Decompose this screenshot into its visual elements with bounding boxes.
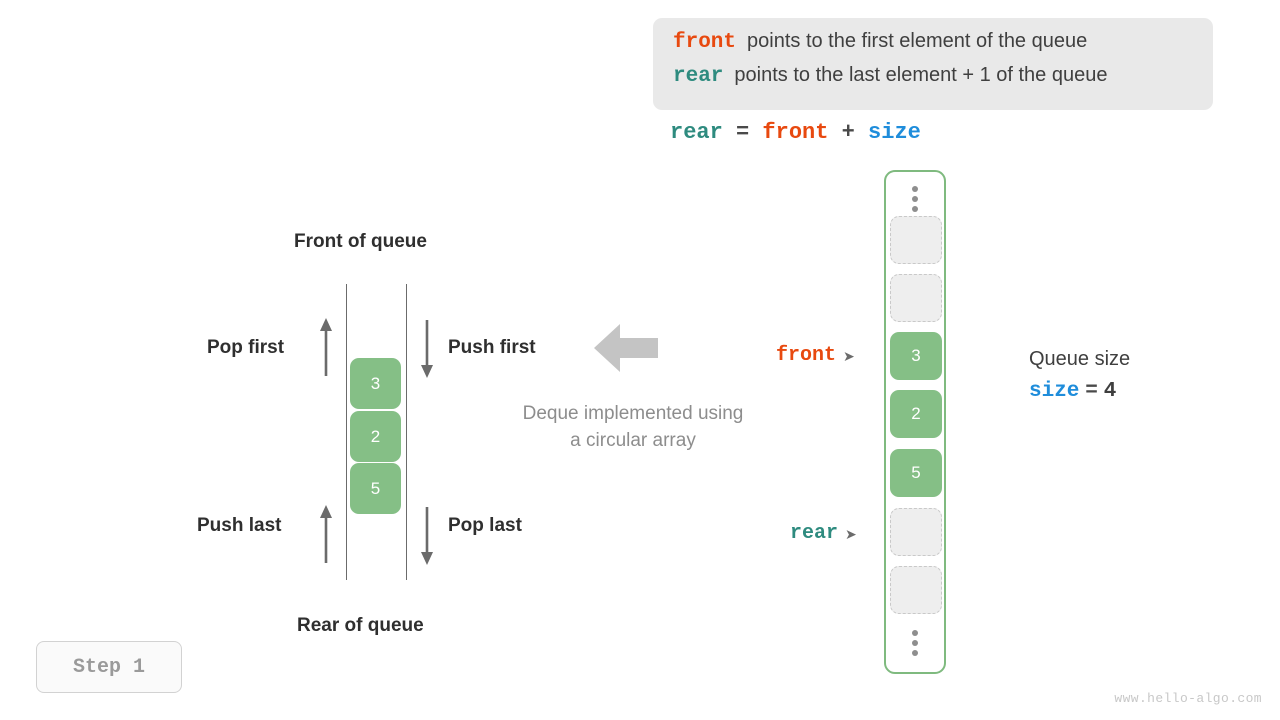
array-slot-empty <box>890 274 942 322</box>
deque-cell-value: 3 <box>370 373 381 393</box>
pop-last-label: Pop last <box>448 515 522 536</box>
push-first-arrow-icon <box>420 318 434 378</box>
caption-line-2: a circular array <box>570 430 696 451</box>
front-description: points to the first element of the queue <box>747 30 1088 52</box>
size-value: 4 <box>1103 380 1117 403</box>
queue-size-title: Queue size <box>1029 348 1131 370</box>
formula-front: front <box>762 120 829 145</box>
front-pointer-arrowhead-icon: ➤ <box>843 347 855 364</box>
rear-pointer-arrowhead-icon: ➤ <box>845 525 857 542</box>
deque-rail-left <box>346 284 347 580</box>
formula-plus: + <box>841 120 855 145</box>
array-slot-filled: 5 <box>890 449 942 497</box>
array-slot-filled: 3 <box>890 332 942 380</box>
watermark: www.hello-algo.com <box>1114 691 1262 706</box>
step-badge-label: Step 1 <box>72 655 145 679</box>
push-last-arrow-icon <box>319 505 333 565</box>
array-slot-empty <box>890 508 942 556</box>
rear-pointer: rear ➤ <box>790 522 857 545</box>
array-bottom-ellipsis-icon <box>912 630 920 656</box>
implementation-link-arrow-icon <box>594 324 658 372</box>
deque-cell: 3 <box>350 358 401 409</box>
deque-rear-label: Rear of queue <box>297 615 424 636</box>
array-slot-value: 2 <box>911 404 921 423</box>
array-slot-value: 3 <box>911 346 921 365</box>
push-last-label: Push last <box>197 515 282 536</box>
rear-keyword: rear <box>673 65 724 88</box>
deque-cell-value: 5 <box>370 478 381 498</box>
queue-size-expression: size = 4 <box>1029 374 1130 408</box>
front-keyword: front <box>673 31 737 54</box>
size-equals: = <box>1085 380 1098 403</box>
pop-first-label: Pop first <box>207 337 285 358</box>
legend-line-rear: rear points to the last element + 1 of t… <box>673 64 1193 98</box>
rear-description: points to the last element + 1 of the qu… <box>734 64 1108 86</box>
array-top-ellipsis-icon <box>912 186 920 212</box>
array-slot-filled: 2 <box>890 390 942 438</box>
deque-cell-value: 2 <box>370 426 381 446</box>
circular-array-container: 3 2 5 <box>884 170 946 674</box>
deque-front-label: Front of queue <box>294 231 427 252</box>
push-first-label: Push first <box>448 337 536 358</box>
formula-equals: = <box>736 120 750 145</box>
pop-last-arrow-icon <box>420 505 434 565</box>
formula-size: size <box>868 120 921 145</box>
front-pointer: front ➤ <box>776 344 855 367</box>
array-slot-empty <box>890 566 942 614</box>
size-variable: size <box>1029 380 1080 403</box>
implementation-caption: Deque implemented using a circular array <box>494 400 772 454</box>
legend-line-front: front points to the first element of the… <box>673 30 1193 64</box>
deque-rail-right <box>406 284 407 580</box>
pop-first-arrow-icon <box>319 318 333 378</box>
deque-cell: 2 <box>350 411 401 462</box>
front-pointer-label: front <box>776 344 837 367</box>
caption-line-1: Deque implemented using <box>522 403 744 424</box>
pointer-legend-box: front points to the first element of the… <box>653 18 1213 110</box>
queue-size-annotation: Queue size size = 4 <box>1029 344 1130 408</box>
rear-formula: rear = front + size <box>670 120 921 145</box>
rear-pointer-label: rear <box>790 522 839 545</box>
array-slot-empty <box>890 216 942 264</box>
array-slot-value: 5 <box>911 463 921 482</box>
step-badge: Step 1 <box>36 641 182 693</box>
formula-rear: rear <box>670 120 723 145</box>
deque-cell: 5 <box>350 463 401 514</box>
